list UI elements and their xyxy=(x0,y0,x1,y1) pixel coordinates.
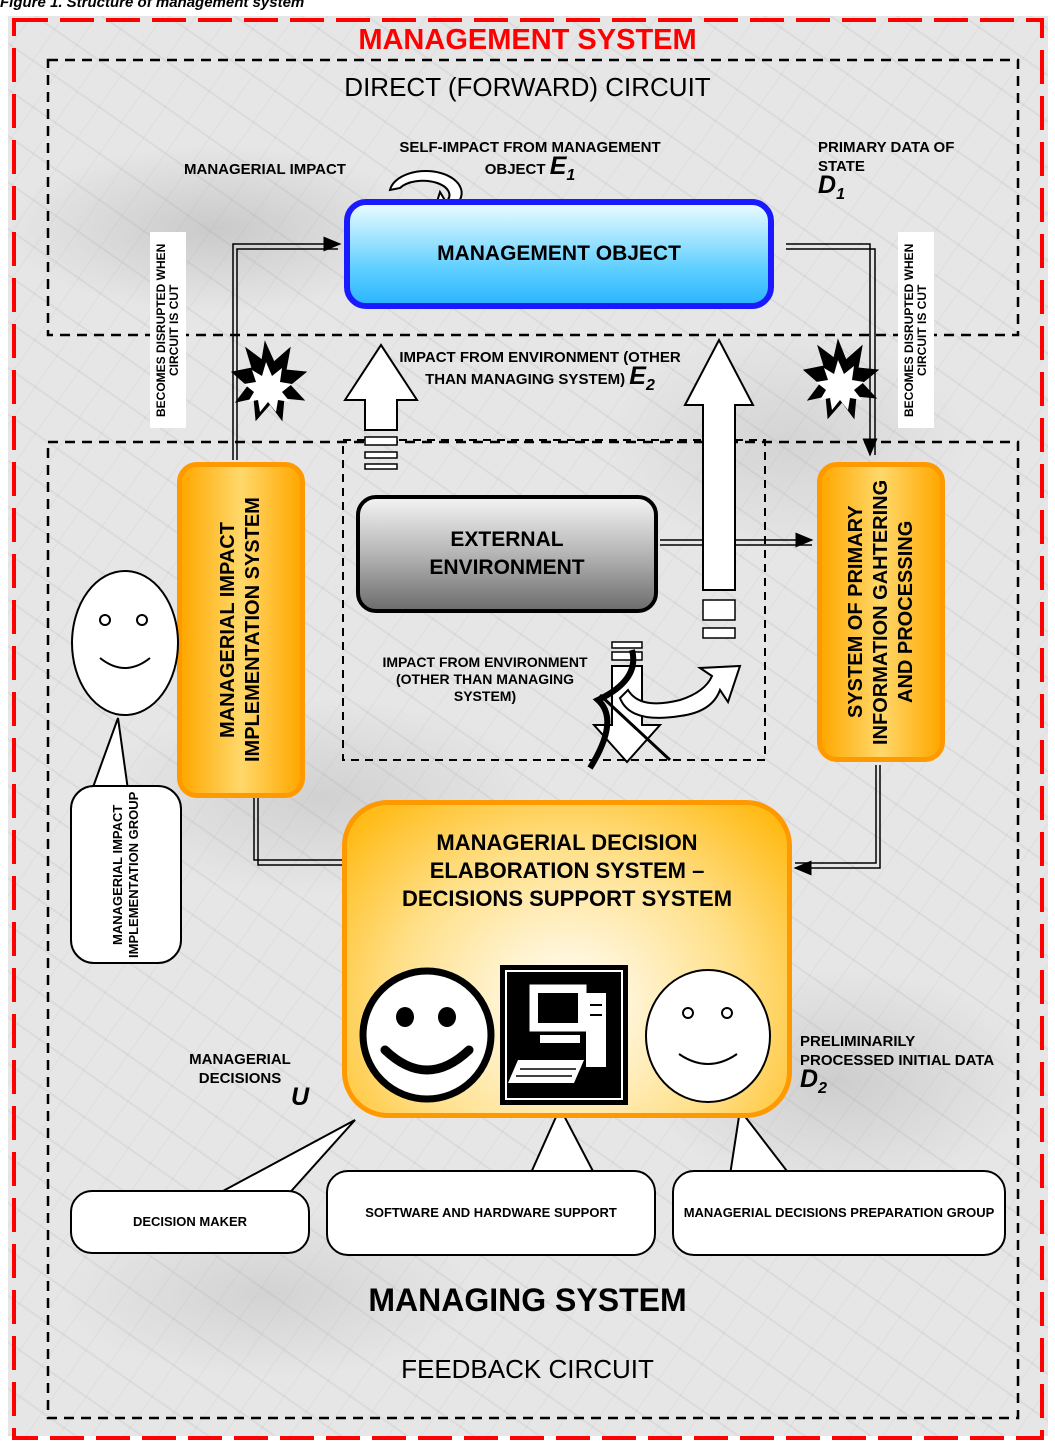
decision-maker-bubble: DECISION MAKER xyxy=(70,1190,310,1254)
managerial-decisions-label: MANAGERIAL DECISIONS U xyxy=(189,1051,310,1111)
management-system-border xyxy=(12,18,1044,1440)
direct-circuit-border xyxy=(46,58,1020,337)
preparation-group-bubble: MANAGERIAL DECISIONS PREPARATION GROUP xyxy=(672,1170,1006,1256)
managing-system-label: MANAGING SYSTEM xyxy=(368,1282,687,1318)
disrupted-label-right: BECOMES DISRUPTED WHEN CIRCUIT IS CUT xyxy=(898,232,934,428)
implementation-group-bubble: MANAGERIAL IMPACT IMPLEMENTATION GROUP xyxy=(70,785,182,964)
external-environment-border xyxy=(342,439,766,761)
self-impact-label: SELF-IMPACT FROM MANAGEMENT OBJECT E1 xyxy=(399,139,661,184)
info-gathering-system-box: SYSTEM OF PRIMARY INFORMATION GAHTERING … xyxy=(817,462,945,762)
figure-caption: Figure 1. Structure of management system xyxy=(0,0,305,11)
computer-icon xyxy=(500,965,628,1105)
management-object-box: MANAGEMENT OBJECT xyxy=(344,199,774,309)
managing-system-border xyxy=(46,440,1020,1420)
decision-elaboration-title: MANAGERIAL DECISION ELABORATION SYSTEM –… xyxy=(401,830,733,911)
smiley-face-implementation-icon xyxy=(71,570,179,716)
disrupted-label-left: BECOMES DISRUPTED WHEN CIRCUIT IS CUT xyxy=(150,232,186,428)
impact-implementation-system-box: MANAGERIAL IMPACT IMPLEMENTATION SYSTEM xyxy=(177,462,305,798)
managerial-impact-label: MANAGERIAL IMPACT xyxy=(184,161,346,178)
external-environment-box: EXTERNAL ENVIRONMENT xyxy=(356,495,658,613)
impact-environment-bottom-label: IMPACT FROM ENVIRONMENT (OTHER THAN MANA… xyxy=(382,654,588,704)
preparation-group-face-icon xyxy=(645,969,771,1103)
direct-circuit-label: DIRECT (FORWARD) CIRCUIT xyxy=(344,72,711,102)
impact-environment-e2-label: IMPACT FROM ENVIRONMENT (OTHER THAN MANA… xyxy=(399,349,681,394)
feedback-circuit-label: FEEDBACK CIRCUIT xyxy=(401,1354,654,1384)
software-hardware-bubble: SOFTWARE AND HARDWARE SUPPORT xyxy=(326,1170,656,1256)
primary-data-label: PRIMARY DATA OF STATE D1 xyxy=(818,139,955,203)
decision-maker-face-icon xyxy=(359,967,495,1103)
management-system-title: MANAGEMENT SYSTEM xyxy=(358,24,697,56)
preliminarily-processed-label: PRELIMINARILY PROCESSED INITIAL DATA D2 xyxy=(800,1033,994,1097)
